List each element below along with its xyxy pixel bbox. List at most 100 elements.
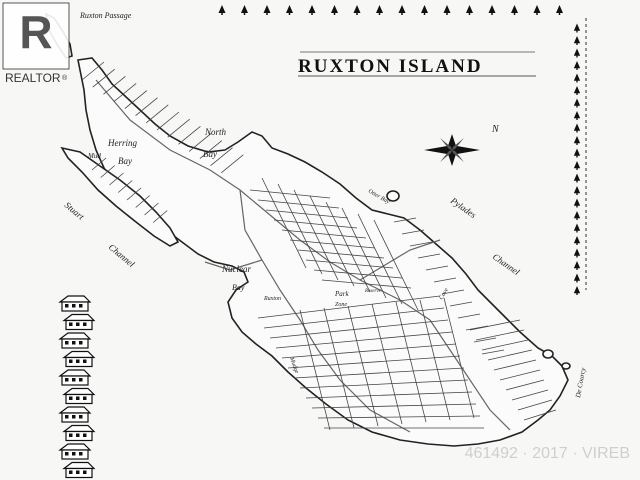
label-zone: Zone — [335, 302, 347, 308]
label-north: North — [204, 127, 227, 137]
lot-line — [269, 319, 449, 339]
house-legend — [58, 295, 96, 479]
tree-icon — [443, 5, 451, 15]
tree-icon — [241, 5, 248, 15]
lot-line — [287, 355, 461, 369]
tree-icon — [573, 248, 581, 258]
lot-line — [221, 154, 244, 174]
lot-line — [124, 90, 148, 109]
tree-icon — [573, 61, 581, 70]
tree-icon — [573, 223, 581, 233]
lot-line — [281, 343, 457, 359]
house-icon — [62, 387, 96, 405]
lot-line — [135, 97, 158, 117]
tree-icon — [573, 211, 581, 220]
map-title-block: RUXTON ISLAND — [298, 51, 536, 77]
lot-line — [297, 249, 385, 259]
tree-icon — [573, 161, 581, 170]
lot-line — [144, 202, 159, 216]
lot-line — [305, 391, 473, 399]
lot-line — [113, 83, 137, 102]
tree-border — [218, 5, 587, 295]
listing-watermark: 461492 · 2017 · VIREB — [465, 445, 630, 462]
compass-point-sw — [440, 150, 452, 162]
lot-line — [309, 195, 355, 287]
compass-point-nw — [440, 138, 452, 150]
lot-line — [188, 133, 212, 152]
tree-icon — [573, 73, 581, 83]
lot-line — [493, 359, 537, 371]
lot-line — [257, 295, 441, 319]
islet-east — [542, 349, 554, 359]
label-herring-bay: Bay — [118, 156, 132, 166]
lot-line — [523, 409, 557, 421]
house-icon — [58, 406, 92, 423]
lot-line — [91, 157, 107, 171]
lot-line — [92, 68, 115, 88]
realtor-logo-box — [2, 2, 70, 70]
label-channel-right: Channel — [491, 251, 522, 277]
lot-line — [152, 210, 168, 223]
label-channel-left: Channel — [107, 242, 137, 270]
tree-icon — [331, 5, 338, 15]
lot-line — [517, 399, 553, 411]
tree-icon — [573, 98, 581, 108]
lot-line — [371, 303, 403, 425]
lot-line — [167, 118, 190, 138]
tree-icon — [573, 261, 581, 270]
lot-line — [341, 207, 387, 299]
lot-line — [419, 299, 451, 421]
lot-line — [117, 180, 133, 193]
lot-line — [425, 265, 449, 271]
compass-point-south — [448, 150, 456, 166]
mud-bay-spit — [60, 146, 180, 247]
lot-line — [275, 331, 453, 349]
lot-line — [305, 259, 394, 269]
lot-line — [449, 301, 473, 307]
tree-icon — [353, 5, 361, 15]
lot-line — [393, 217, 417, 223]
lot-line — [273, 219, 358, 229]
lot-line — [135, 195, 151, 208]
tree-icon — [286, 5, 293, 15]
lot-line — [373, 219, 419, 311]
label-north-bay: Bay — [203, 149, 217, 159]
tree-icon — [511, 5, 518, 15]
lot-line — [178, 125, 201, 145]
lot-line — [100, 165, 116, 178]
tree-icon — [573, 273, 581, 283]
label-park: Park — [334, 290, 350, 298]
northeast-spur — [359, 239, 441, 281]
west-spur — [204, 259, 263, 271]
house-icon — [58, 295, 92, 312]
label-ruxton-passage: Ruxton Passage — [79, 11, 132, 20]
lot-line — [457, 313, 481, 319]
tree-icon — [398, 5, 406, 15]
label-reserve: Reserve — [364, 289, 382, 294]
lot-line — [481, 349, 505, 355]
tree-icon — [573, 123, 581, 133]
lot-line — [311, 403, 477, 409]
lot-line — [347, 305, 379, 427]
compass-point-se — [452, 150, 464, 162]
lot-line — [263, 307, 445, 329]
house-icon — [62, 424, 96, 442]
lot-line — [395, 301, 427, 423]
tree-icon — [573, 236, 581, 245]
lot-line — [409, 241, 433, 247]
lot-line — [249, 189, 331, 199]
lot-line — [265, 209, 349, 219]
lot-line — [441, 289, 465, 295]
tree-icon — [573, 86, 581, 95]
tree-icon — [573, 36, 581, 45]
lot-line — [81, 61, 105, 81]
tree-icon — [573, 136, 581, 145]
east-road — [429, 319, 511, 431]
lot-line — [126, 187, 142, 201]
compass-north-letter: N — [491, 124, 500, 135]
lot-line — [210, 147, 233, 167]
label-de-courcy: De Courcy — [574, 366, 587, 399]
lot-line — [505, 379, 545, 391]
main-road — [95, 79, 431, 321]
